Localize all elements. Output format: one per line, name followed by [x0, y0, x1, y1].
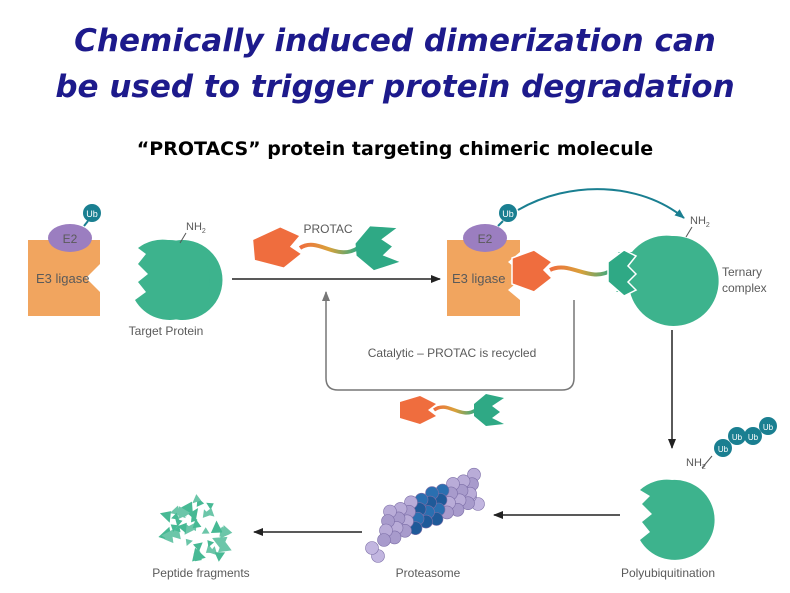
peptide-fragment — [212, 536, 228, 551]
protac-label: PROTAC — [303, 222, 352, 236]
e3-ligase-left: E3 ligase — [28, 240, 100, 316]
peptide-fragments-label: Peptide fragments — [152, 566, 249, 580]
slide-title: Chemically induced dimerization can be u… — [0, 18, 790, 110]
protac-recycled — [400, 394, 504, 426]
ub-right: Ub — [497, 204, 517, 227]
proteasome-subunit — [377, 533, 391, 547]
polyubiquitination-label: Polyubiquitination — [621, 566, 715, 580]
e3-ligase-label-left: E3 ligase — [36, 271, 89, 286]
nh2-label-polyub: NH2 — [686, 457, 706, 471]
proteasome-label: Proteasome — [396, 566, 461, 580]
e2-label-right: E2 — [478, 232, 493, 246]
peptide-fragment — [220, 525, 233, 539]
polyub-protein: NH2 Polyubiquitination — [621, 455, 715, 580]
slide-subtitle: “PROTACS” protein targeting chimeric mol… — [136, 138, 654, 160]
ub-label-right: Ub — [502, 209, 514, 219]
peptide-fragment — [192, 494, 202, 504]
peptide-fragment — [193, 542, 203, 552]
ternary-label-2: complex — [722, 281, 767, 295]
peptide-fragment — [205, 544, 215, 553]
peptide-fragment — [169, 505, 182, 516]
title-line-1: Chemically induced dimerization can — [74, 23, 716, 59]
recycle-arrow — [322, 291, 575, 391]
peptide-fragment — [177, 522, 187, 534]
peptide-fragments: Peptide fragments — [152, 494, 250, 580]
peptide-fragment — [192, 518, 202, 529]
peptide-fragment — [201, 527, 210, 534]
peptide-fragment — [188, 508, 199, 521]
ternary-label-1: Ternary — [722, 265, 762, 279]
nh2-label-ternary: NH2 — [690, 215, 710, 229]
protac-bound — [511, 249, 614, 293]
peptide-fragment — [159, 511, 171, 523]
ub-chain-2: Ub — [732, 433, 743, 442]
title-line-2: be used to trigger protein degradation — [55, 69, 735, 105]
peptide-fragment — [207, 540, 215, 548]
peptide-fragment — [202, 509, 211, 518]
e2-right: E2 — [463, 224, 507, 252]
ub-label-left: Ub — [86, 209, 98, 219]
target-protein-label: Target Protein — [129, 324, 204, 338]
e3-ligase-label-right: E3 ligase — [452, 271, 505, 286]
peptide-fragment — [180, 501, 193, 515]
ternary-protein: NH2 Ternary complex — [607, 215, 767, 326]
peptide-fragment — [184, 523, 194, 535]
ub-chain-1: Ub — [718, 445, 729, 454]
proteasome: Proteasome — [365, 467, 485, 580]
e3-ligase-right: E3 ligase — [447, 240, 520, 316]
ub-chain: Ub Ub Ub Ub — [714, 417, 777, 457]
peptide-fragment — [175, 518, 183, 527]
protac-molecule: PROTAC — [253, 222, 400, 271]
e2-label-left: E2 — [63, 232, 78, 246]
peptide-fragment — [206, 502, 214, 510]
peptide-fragment — [170, 524, 178, 532]
target-protein: NH2 Target Protein — [129, 221, 223, 338]
ub-left: Ub — [83, 204, 101, 227]
ub-chain-4: Ub — [763, 423, 774, 432]
peptide-fragment — [174, 525, 181, 533]
peptide-fragment — [185, 538, 193, 546]
ub-chain-3: Ub — [748, 433, 759, 442]
peptide-fragment — [164, 531, 174, 544]
peptide-fragment — [176, 509, 186, 519]
e2-left: E2 — [48, 224, 92, 252]
proteasome-subunit — [365, 541, 379, 555]
peptide-fragment — [210, 520, 223, 533]
peptide-fragment — [192, 547, 206, 562]
ub-transfer-arrow — [517, 188, 685, 219]
peptide-fragment — [214, 552, 226, 562]
catalytic-label: Catalytic – PROTAC is recycled — [368, 346, 537, 360]
nh2-label-target: NH2 — [186, 221, 206, 235]
